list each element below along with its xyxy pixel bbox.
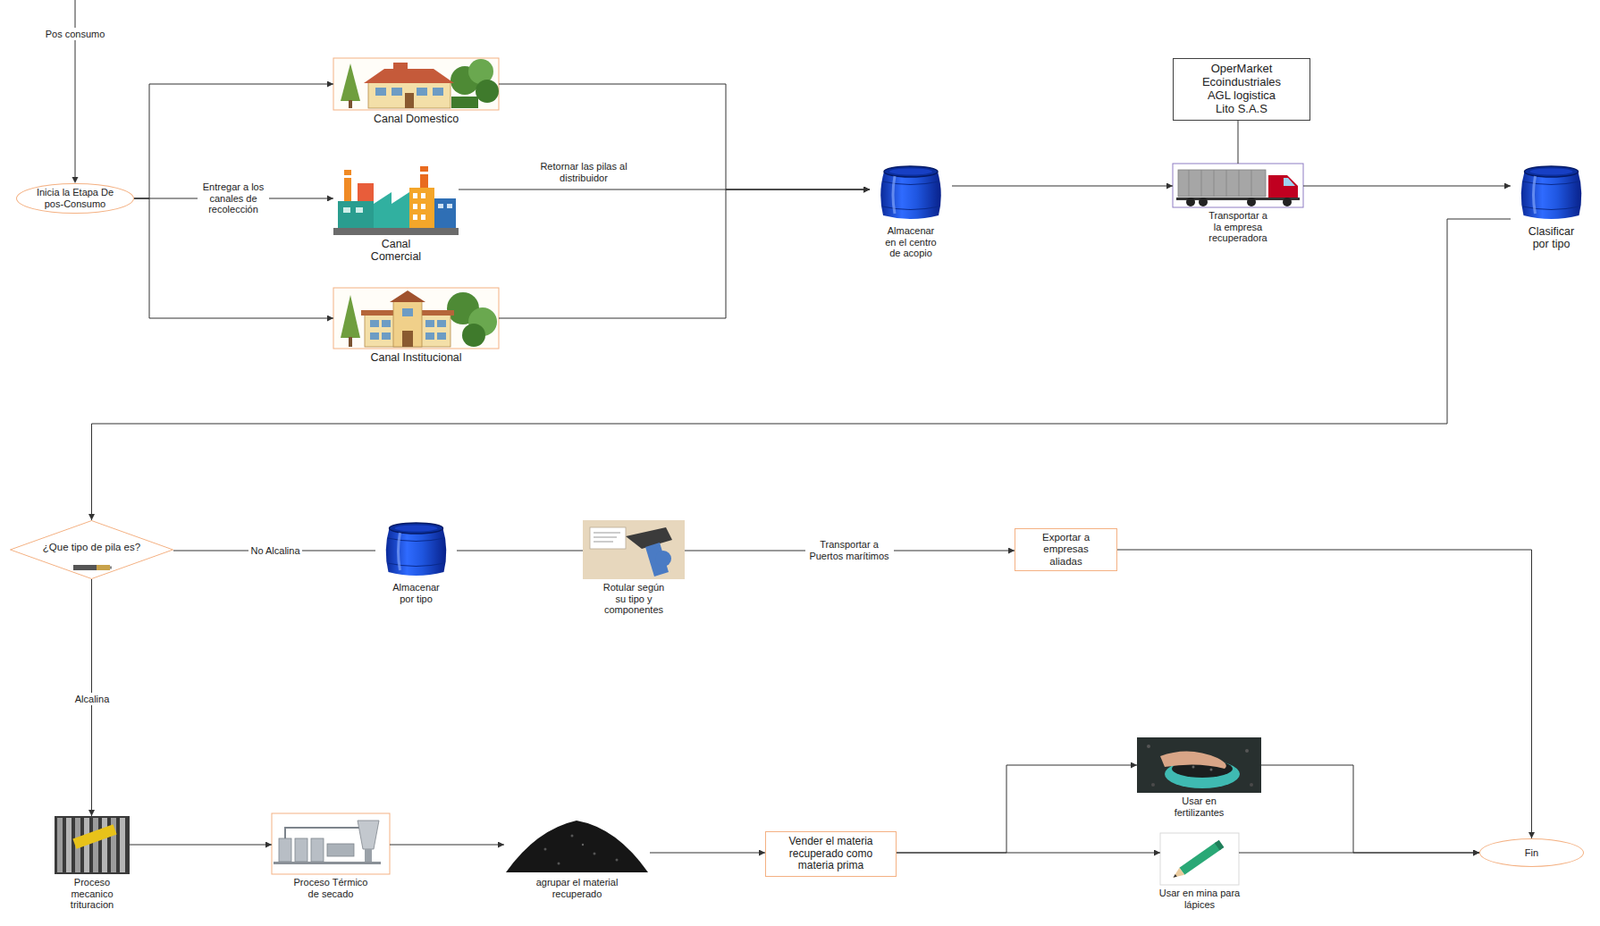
flow-connector	[498, 189, 870, 319]
use-step: Usar en mina para lápices	[1160, 833, 1239, 885]
edge-label: Entregar a los canales de recolección	[197, 180, 270, 217]
dryer-illustration	[271, 813, 390, 875]
flow-connector	[129, 844, 272, 846]
flow-connector	[134, 198, 334, 319]
node-text: Vender el materia recuperado como materi…	[781, 835, 882, 873]
edge-label: No Alcalina	[248, 544, 302, 558]
flow-connector	[896, 852, 1161, 854]
flow-connector	[649, 852, 766, 854]
flow-connector	[92, 218, 1512, 521]
caption-text: Canal Comercial	[360, 237, 432, 264]
caption-text: Almacenar en el centro de acopio	[882, 225, 940, 260]
label-scanner-illustration	[582, 520, 685, 580]
node-text: Exportar a empresas aliadas	[1035, 531, 1098, 568]
house-illustration	[333, 58, 499, 110]
dry-step: Proceso Térmico de secado	[271, 813, 390, 875]
shred-step: Proceso mecanico trituracion	[54, 816, 130, 875]
truck-illustration	[1172, 163, 1304, 208]
caption-text: Proceso mecanico trituracion	[65, 876, 119, 911]
process-box: Vender el materia recuperado como materi…	[765, 831, 897, 878]
flow-connector	[1303, 185, 1511, 187]
caption-text: Usar en fertilizantes	[1163, 795, 1236, 818]
storage-step: Almacenar por tipo	[375, 520, 457, 580]
flow-note: Pos consumo	[43, 27, 108, 42]
label-step: Rotular según su tipo y componentes	[582, 520, 685, 580]
caption-text: Transportar a la empresa recuperadora	[1206, 210, 1270, 245]
decision-diamond: ¿Que tipo de pila es?	[9, 520, 174, 580]
flow-connector	[389, 844, 505, 846]
node-text: Fin	[1524, 847, 1539, 859]
shredder-illustration	[54, 816, 130, 875]
node-text: OperMarket Ecoindustriales AGL logistica…	[1198, 62, 1285, 117]
end-oval: Fin	[1479, 838, 1584, 868]
flow-connector	[1261, 765, 1480, 853]
channel-image: Canal Institucional	[333, 287, 499, 349]
battery-icon	[73, 564, 112, 571]
material-pile	[504, 816, 650, 875]
node-text: Inicia la Etapa De pos-Consumo	[30, 186, 120, 210]
edge-label: Transportar a Puertos marítimos	[805, 538, 894, 563]
company-box: OperMarket Ecoindustriales AGL logistica…	[1172, 58, 1311, 121]
transport-step: Transportar a la empresa recuperadora	[1172, 163, 1304, 208]
edge-label: Alcalina	[73, 692, 112, 707]
channel-image: Canal Comercial	[333, 163, 459, 236]
flow-connector	[896, 765, 1137, 853]
caption-text: agrupar el material recuperado	[523, 876, 632, 900]
use-step: Usar en fertilizantes	[1136, 737, 1262, 793]
storage-drum	[880, 166, 942, 219]
flow-connector	[1117, 549, 1533, 839]
diamond-shape	[10, 521, 174, 580]
storage-drum	[386, 522, 447, 576]
institution-illustration	[333, 287, 499, 349]
caption-text: Usar en mina para lápices	[1154, 887, 1245, 910]
group-step: agrupar el material recuperado	[504, 816, 650, 875]
flow-connector	[1238, 852, 1480, 854]
node-text: ¿Que tipo de pila es?	[42, 541, 141, 554]
caption-text: Proceso Térmico de secado	[290, 876, 371, 900]
caption-text: Rotular según su tipo y componentes	[601, 581, 667, 616]
pencil-illustration	[1160, 833, 1239, 885]
caption-text: Canal Institucional	[327, 351, 506, 364]
caption-text: Clasificar por tipo	[1520, 225, 1584, 252]
fertilizer-photo	[1136, 737, 1262, 793]
start-oval: Inicia la Etapa De pos-Consumo	[16, 183, 135, 215]
caption-text: Almacenar por tipo	[387, 581, 446, 605]
flow-connector	[1237, 120, 1239, 164]
caption-text: Canal Domestico	[327, 112, 506, 126]
flow-connector	[951, 185, 1173, 187]
storage-step: Almacenar en el centro de acopio	[869, 163, 952, 223]
classify-step: Clasificar por tipo	[1510, 163, 1592, 223]
channel-image: Canal Domestico	[333, 58, 499, 110]
flow-connector	[498, 84, 870, 190]
process-box: Exportar a empresas aliadas	[1014, 528, 1118, 572]
edge-label: Retornar las pilas al distribuidor	[528, 160, 640, 185]
factory-illustration	[333, 163, 459, 236]
storage-drum	[1521, 166, 1583, 219]
flow-connector	[456, 550, 583, 552]
